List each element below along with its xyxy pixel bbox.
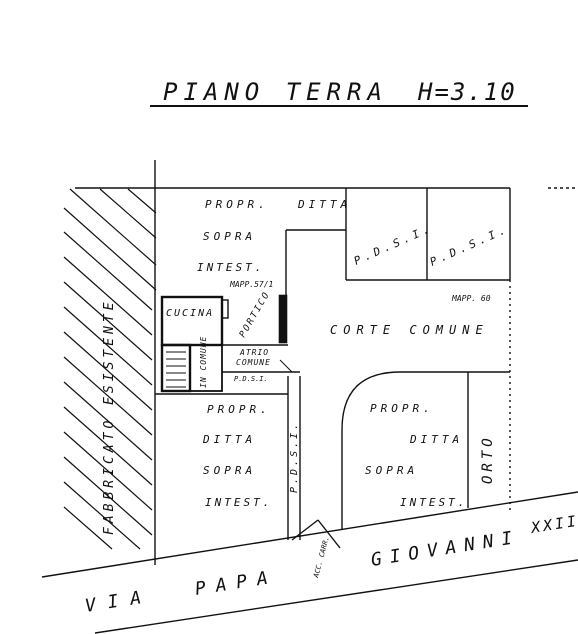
label-propr-top: PROPR. <box>205 198 269 211</box>
label-pdsi-1: P.D.S.I. <box>352 221 435 267</box>
hatch-line <box>63 381 153 461</box>
label-pdsi-vertical: P.D.S.I. <box>289 421 300 493</box>
label-comune: COMUNE <box>236 358 271 367</box>
hatch-line <box>63 281 153 361</box>
plan-outlines <box>75 160 578 565</box>
hatch-line <box>63 506 113 550</box>
cucina-room <box>160 295 224 347</box>
label-sopra-right: SOPRA <box>365 464 418 477</box>
hatch-line <box>63 306 153 386</box>
hatch-line <box>63 256 153 336</box>
hatch-line <box>63 331 153 411</box>
label-intest-right: INTEST. <box>400 496 467 509</box>
label-intest-left: INTEST. <box>205 496 272 509</box>
building-block <box>160 294 300 393</box>
label-fabbricato: FABBRICATO ESISTENTE <box>102 298 117 535</box>
label-sopra-left: SOPRA <box>203 464 256 477</box>
label-orto: ORTO <box>480 434 496 484</box>
label-propr-right: PROPR. <box>370 402 434 415</box>
label-in-comune: IN COMUNE <box>199 336 208 388</box>
hatch-line <box>99 188 157 239</box>
hatch-line <box>69 188 157 266</box>
label-via: VIA <box>83 585 154 616</box>
access-line-1 <box>291 519 319 541</box>
label-xxiii: XXII <box>529 512 578 537</box>
label-papa: PAPA <box>193 566 279 600</box>
corner-curve <box>341 371 510 530</box>
label-atrio: ATRIO <box>239 348 269 357</box>
label-pdsi-2: P.D.S.I. <box>428 222 511 268</box>
title-block: PIANO TERRA H=3.10 <box>150 78 528 107</box>
label-ditta-left: DITTA <box>202 433 256 446</box>
road <box>41 491 578 634</box>
hatch-line <box>63 456 153 536</box>
existing-building-hatch <box>63 188 157 550</box>
road-edge-bottom <box>94 559 578 634</box>
plan-title: PIANO TERRA <box>163 78 388 106</box>
label-pdsi-under: P.D.S.I. <box>234 375 268 383</box>
road-edge-top <box>41 491 578 578</box>
portico-pillar <box>278 294 288 344</box>
hatch-line <box>63 431 153 511</box>
label-propr-left: PROPR. <box>207 403 271 416</box>
height-label: H=3.10 <box>417 78 517 106</box>
label-portico: PORTICO <box>238 290 273 340</box>
area-labels: PROPR. DITTA SOPRA INTEST. P.D.S.I. P.D.… <box>83 198 578 617</box>
in-comune-corridor <box>189 344 223 392</box>
cucina-window <box>221 299 229 319</box>
label-ditta-top: DITTA <box>297 198 351 211</box>
label-sopra-top: SOPRA <box>203 230 256 243</box>
hatch-line <box>127 188 157 214</box>
label-giovanni: GIOVANNI <box>369 527 521 571</box>
label-mapp-60: MAPP. 60 <box>451 294 491 303</box>
label-intest-top: INTEST. <box>197 261 264 274</box>
hatch-line <box>63 207 157 291</box>
arrow-line <box>279 359 293 373</box>
access-line-2 <box>317 519 341 549</box>
hatch-line <box>63 481 141 550</box>
label-corte-comune: CORTE COMUNE <box>330 323 489 337</box>
label-acc-carr: ACC. CARR. <box>312 536 331 580</box>
label-ditta-right: DITTA <box>409 433 463 446</box>
label-mapp-57: MAPP.57/1 <box>229 280 273 289</box>
hatch-line <box>63 356 153 436</box>
label-cucina: CUCINA <box>166 308 214 319</box>
hatch-line <box>63 231 153 311</box>
hatch-line <box>63 406 153 486</box>
